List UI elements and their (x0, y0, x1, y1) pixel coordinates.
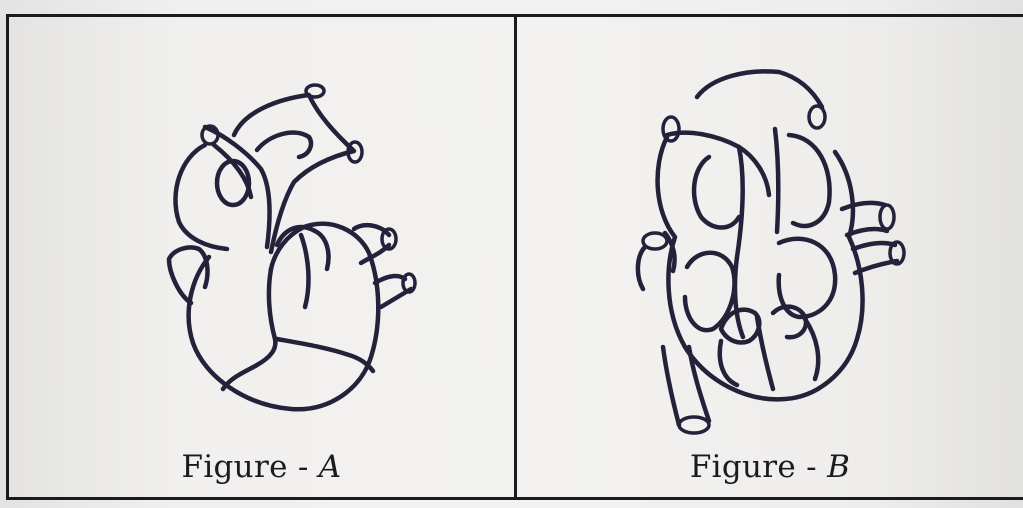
ventricle-outline (189, 224, 379, 410)
interventricular-groove (223, 269, 275, 389)
vena-cava-stub (169, 247, 207, 303)
coronary-sulcus (277, 339, 373, 371)
vessel-opening (663, 117, 679, 141)
ventricle-lower-left (720, 341, 737, 385)
pulmonary-artery-left (667, 133, 769, 195)
caption-prefix: Figure - (182, 449, 319, 485)
figure-a-caption: Figure - A (9, 449, 514, 485)
heart-section-illustration (517, 17, 1023, 497)
interventricular-septum (757, 317, 773, 389)
arch-vessel-opening (306, 85, 324, 97)
figure-b-caption: Figure - B (517, 449, 1023, 485)
caption-letter: A (319, 449, 342, 485)
vena-cava-opening (643, 233, 667, 249)
vena-cava-opening (679, 417, 709, 433)
caption-prefix: Figure - (690, 449, 827, 485)
caption-letter: B (827, 449, 850, 485)
vessel-opening (809, 106, 825, 128)
figure-b-panel: Figure - B (514, 14, 1023, 500)
aortic-arch (697, 71, 822, 107)
heart-external-illustration (9, 17, 514, 497)
figure-a-panel: Figure - A (6, 14, 517, 500)
left-atrium-chamber (789, 135, 830, 226)
right-atrium-chamber (694, 157, 739, 228)
vein-opening (880, 205, 894, 229)
